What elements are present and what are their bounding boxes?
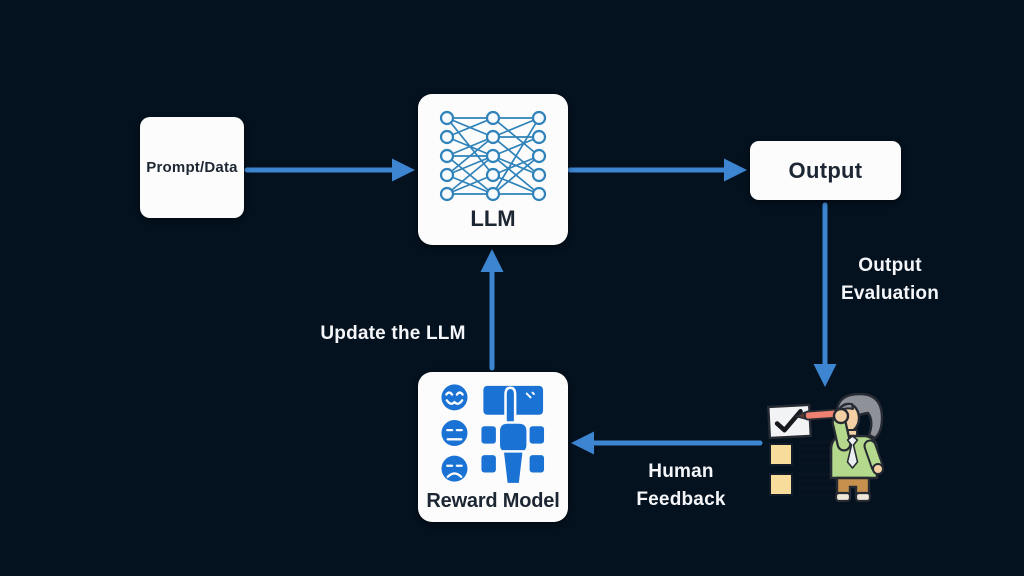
feedback-faces-hand-icon bbox=[441, 383, 545, 485]
human-feedback-line2: Feedback bbox=[636, 489, 726, 510]
output-evaluation-label: Output Evaluation bbox=[806, 252, 974, 308]
output-label: Output bbox=[788, 157, 863, 183]
node-reward-model: Reward Model bbox=[418, 372, 568, 522]
output-evaluation-line2: Evaluation bbox=[840, 283, 940, 304]
human-feedback-label: Human Feedback bbox=[598, 458, 764, 514]
human-feedback-line1: Human bbox=[648, 461, 714, 482]
update-llm-label: Update the LLM bbox=[320, 323, 466, 344]
output-evaluation-line1: Output bbox=[858, 255, 922, 276]
node-output: Output bbox=[750, 141, 901, 200]
node-llm: LLM bbox=[418, 94, 568, 245]
llm-label: LLM bbox=[470, 205, 516, 231]
neural-network-icon bbox=[439, 110, 547, 201]
node-prompt-data: Prompt/Data bbox=[140, 117, 244, 218]
person-checklist-icon bbox=[766, 392, 884, 503]
prompt-data-label: Prompt/Data bbox=[146, 159, 238, 176]
reward-model-label: Reward Model bbox=[426, 489, 560, 512]
